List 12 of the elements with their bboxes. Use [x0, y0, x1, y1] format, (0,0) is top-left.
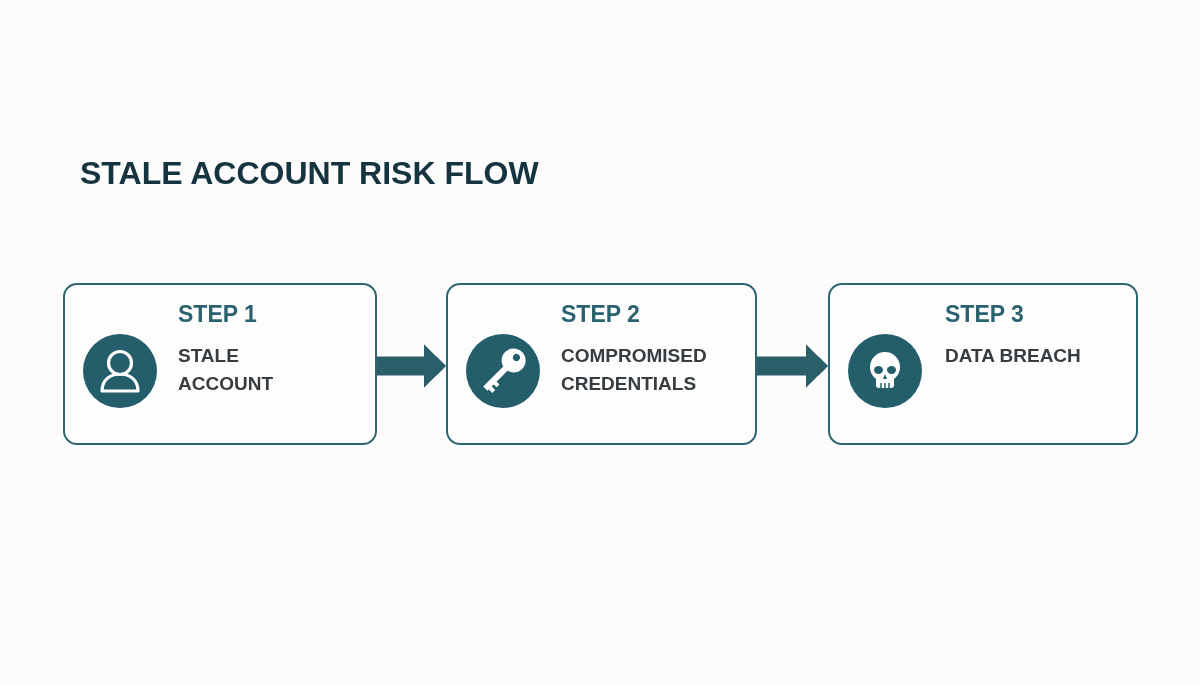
step-heading: STEP 1 — [178, 300, 257, 328]
step-text: STALE ACCOUNT — [178, 344, 274, 396]
step-text: COMPROMISED CREDENTIALS — [561, 344, 708, 396]
process-box — [828, 283, 1138, 445]
arrow — [757, 344, 828, 388]
arrow — [377, 344, 446, 388]
process-box — [63, 283, 377, 445]
step-heading: STEP 3 — [945, 300, 1024, 328]
step-heading: STEP 2 — [561, 300, 640, 328]
diagram-title: STALE ACCOUNT RISK FLOW — [80, 154, 539, 193]
step-text: DATA BREACH — [945, 344, 1081, 368]
process-box — [446, 283, 757, 445]
